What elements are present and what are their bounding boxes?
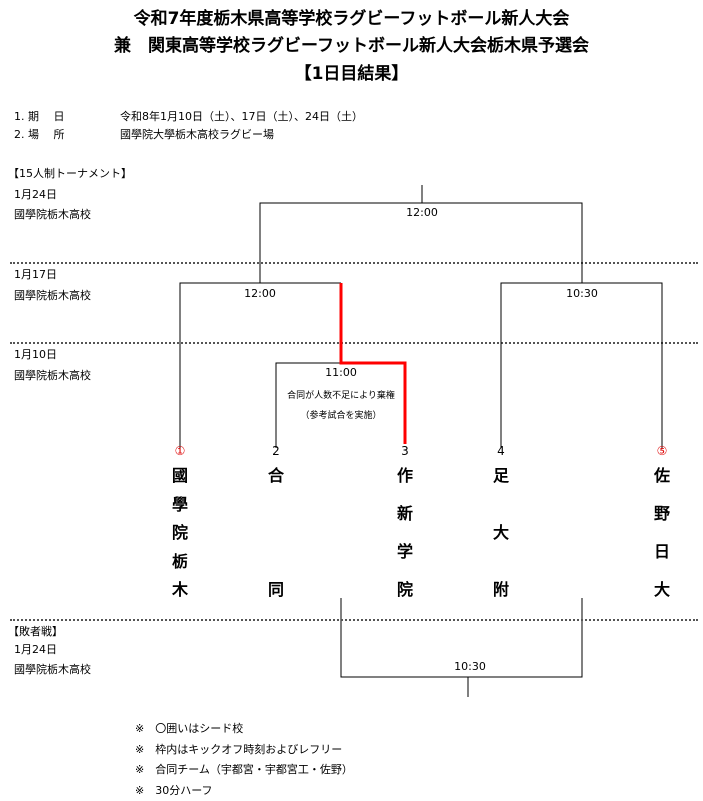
seed-number: ① <box>174 444 186 458</box>
semi-right-time: 10:30 <box>566 287 598 300</box>
team-char: 院 <box>171 523 188 542</box>
info-venue-value: 國學院大學栃木高校ラグビー場 <box>120 128 274 141</box>
consolation-venue: 國學院栃木高校 <box>14 663 91 676</box>
team-char: 國 <box>171 466 188 485</box>
note: ※ 枠内はキックオフ時刻およびレフリー <box>135 743 343 756</box>
team-char: 木 <box>171 580 188 599</box>
round-venue: 國學院栃木高校 <box>14 208 91 221</box>
team-char: 栃 <box>171 551 188 571</box>
tournament-heading: 【15人制トーナメント】 <box>8 167 132 180</box>
title-line-2: 兼 関東高等学校ラグビーフットボール新人大会栃木県予選会 <box>114 36 589 56</box>
team-char: 野 <box>653 504 670 523</box>
round-date: 1月17日 <box>14 268 57 281</box>
team-char: 作 <box>396 466 413 485</box>
team-kokugakuin-tochigi: ① 國學院栃木 <box>165 444 195 600</box>
consolation-heading: 【敗者戦】 <box>8 625 63 638</box>
info-date-value: 令和8年1月10日（土）、17日（土）、24日（土） <box>120 110 363 123</box>
note: ※ 30分ハーフ <box>135 784 213 797</box>
title-line-3: 【1日目結果】 <box>294 64 409 84</box>
team-char: 大 <box>653 580 670 599</box>
round-date: 1月10日 <box>14 348 57 361</box>
team-sakushin-gakuin: 3 作新学院 <box>390 444 420 600</box>
team-char: 附 <box>492 580 509 599</box>
team-char: 同 <box>267 580 284 599</box>
seed-number: 2 <box>272 444 280 458</box>
team-char: 佐 <box>653 466 670 485</box>
team-char: 學 <box>171 494 188 514</box>
seed-number: 4 <box>497 444 505 458</box>
team-ashidai-fu: 4 足大附 <box>486 444 516 600</box>
consolation-date: 1月24日 <box>14 643 57 656</box>
team-char: 大 <box>492 523 509 542</box>
round-venue: 國學院栃木高校 <box>14 289 91 302</box>
winner-path <box>339 283 407 444</box>
divider <box>10 262 698 264</box>
team-char: 足 <box>492 466 509 485</box>
note: ※ 合同チーム（宇都宮・宇都宮工・佐野） <box>135 763 353 776</box>
team-char: 日 <box>653 542 670 561</box>
divider <box>10 342 698 344</box>
team-char: 合 <box>267 466 284 485</box>
semi-left-time: 12:00 <box>244 287 276 300</box>
note: ※ 〇囲いはシード校 <box>135 722 244 735</box>
round-venue: 國學院栃木高校 <box>14 369 91 382</box>
qf-note: 合同が人数不足により棄権 <box>287 391 395 401</box>
title-line-1: 令和7年度栃木県高等学校ラグビーフットボール新人大会 <box>133 9 570 29</box>
info-venue-label: 2. 場 所 <box>14 128 65 141</box>
divider <box>10 619 698 621</box>
qf-time: 11:00 <box>325 366 357 379</box>
seed-number: 3 <box>401 444 409 458</box>
consolation-time: 10:30 <box>454 660 486 673</box>
team-char: 新 <box>396 504 413 523</box>
team-char: 学 <box>396 542 413 561</box>
final-time: 12:00 <box>406 206 438 219</box>
qf-note: （参考試合を実施） <box>300 411 382 421</box>
team-godo: 2 合同 <box>261 444 291 600</box>
info-date-label: 1. 期 日 <box>14 110 65 123</box>
team-sano-nichidai: ⑤ 佐野日大 <box>647 444 677 600</box>
seed-number: ⑤ <box>656 444 668 458</box>
team-char: 院 <box>396 580 413 599</box>
round-date: 1月24日 <box>14 188 57 201</box>
